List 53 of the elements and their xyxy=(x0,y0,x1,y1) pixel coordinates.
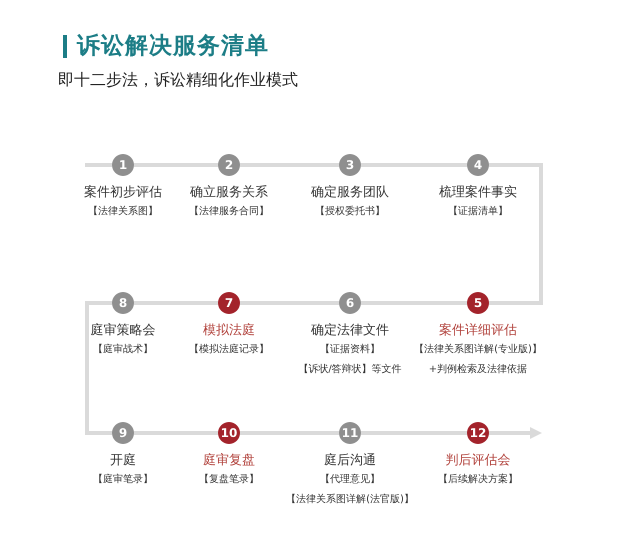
step-title: 案件初步评估 xyxy=(84,184,162,202)
step-note: 【证据清单】 xyxy=(448,205,508,219)
step-circle: 7 xyxy=(218,292,240,314)
connector-line xyxy=(489,163,543,305)
step-title: 判后评估会 xyxy=(446,452,510,470)
connector-line xyxy=(361,301,467,305)
step-note: 【庭审笔录】 xyxy=(93,473,153,487)
step-title: 确立服务关系 xyxy=(190,184,268,202)
connector-line xyxy=(240,301,339,305)
subheading: 即十二步法，诉讼精细化作业模式 xyxy=(58,69,298,91)
step-note: 【代理意见】 xyxy=(320,473,380,487)
step-title: 案件详细评估 xyxy=(439,322,517,340)
step-note: 【法律关系图详解(专业版)】+判例检索及法律依据 xyxy=(413,342,543,377)
connector-line xyxy=(240,431,339,435)
step-title: 庭后沟通 xyxy=(324,452,376,470)
step-note: 【庭审战术】 xyxy=(93,343,153,357)
step-circle: 1 xyxy=(112,154,134,176)
step-note: 【复盘笔录】 xyxy=(199,473,259,487)
connector-line xyxy=(361,163,467,167)
connector-line xyxy=(134,431,218,435)
step-title: 开庭 xyxy=(110,452,136,470)
step-circle: 8 xyxy=(112,292,134,314)
connector-line xyxy=(134,301,218,305)
step-note: 【证据资料】 xyxy=(320,343,380,357)
step-title: 确定法律文件 xyxy=(311,322,389,340)
step-note: 【授权委托书】 xyxy=(315,205,385,219)
connector-line xyxy=(134,163,218,167)
step-note: 【法律关系图详解(法官版)】 xyxy=(286,493,414,507)
connector-line xyxy=(85,163,112,167)
step-title: 梳理案件事实 xyxy=(439,184,517,202)
step-note: 【法律关系图】 xyxy=(88,205,158,219)
arrow xyxy=(489,427,542,439)
step-circle: 10 xyxy=(218,422,240,444)
step-title: 庭审策略会 xyxy=(90,322,156,340)
connector-line xyxy=(85,301,112,435)
step-circle: 9 xyxy=(112,422,134,444)
step-title: 模拟法庭 xyxy=(203,322,255,340)
step-note: 【诉状/答辩状】等文件 xyxy=(298,363,402,377)
step-circle: 6 xyxy=(339,292,361,314)
step-circle: 11 xyxy=(339,422,361,444)
step-circle: 5 xyxy=(467,292,489,314)
connector-line xyxy=(240,163,339,167)
step-title: 确定服务团队 xyxy=(311,184,389,202)
step-note: 【法律服务合同】 xyxy=(189,205,269,219)
step-circle: 3 xyxy=(339,154,361,176)
step-note: 【模拟法庭记录】 xyxy=(189,343,269,357)
step-circle: 4 xyxy=(467,154,489,176)
step-title: 庭审复盘 xyxy=(203,452,255,470)
step-circle: 12 xyxy=(467,422,489,444)
heading: 诉讼解决服务清单 xyxy=(77,32,269,60)
step-note: 【后续解决方案】 xyxy=(438,473,518,487)
connector-line xyxy=(361,431,467,435)
step-circle: 2 xyxy=(218,154,240,176)
